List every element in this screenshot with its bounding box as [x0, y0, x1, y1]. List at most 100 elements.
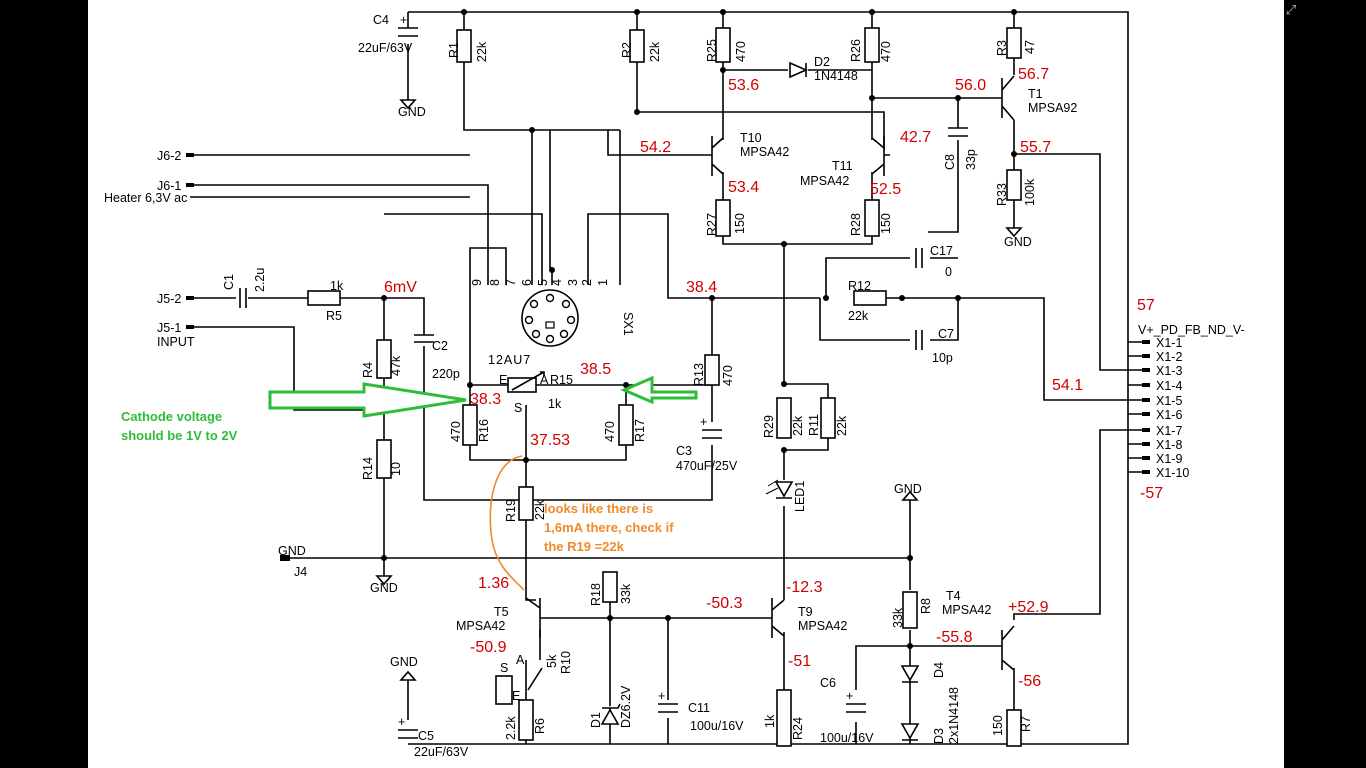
r4-ref: R4	[361, 362, 375, 378]
r16-value: 470	[449, 421, 463, 442]
x1-pin-label: X1-7	[1156, 424, 1182, 438]
voltage-left-cathode: 38.3	[470, 391, 501, 408]
c2-value: 220p	[432, 367, 460, 381]
junctions	[381, 9, 1017, 649]
voltage-t4-base: -55.8	[936, 629, 973, 646]
x1-pin-label: X1-3	[1156, 364, 1182, 378]
voltage-t1-emitter: 56.7	[1018, 66, 1049, 83]
r11-value: 22k	[835, 415, 849, 436]
r15-pin-s: S	[514, 401, 522, 415]
c7-plates	[915, 330, 923, 350]
c8-value: 33p	[964, 149, 978, 170]
r10-pin-s: S	[500, 661, 508, 675]
r4-value: 47k	[389, 355, 403, 376]
r5-value: 1k	[330, 279, 344, 293]
voltage-input-node: 6mV	[384, 279, 417, 296]
t10-value: MPSA42	[740, 145, 789, 159]
sx1-ref: SX1	[621, 312, 635, 336]
r26-value: 470	[879, 41, 893, 62]
r25-body	[715, 27, 731, 63]
r29-body	[776, 397, 792, 439]
c5-plates	[398, 729, 418, 739]
circuit-schematic: ++ ++ + 9 8 7 6 5 4 3 2 1 GND GND GND GN…	[104, 9, 1245, 759]
d3-value: 2x1N4148	[947, 687, 961, 744]
pin-6: 6	[520, 279, 534, 286]
r26-ref: R26	[849, 39, 863, 62]
r10-wiper	[527, 667, 543, 691]
diodes	[600, 61, 920, 741]
expand-icon[interactable]: ⤢	[1285, 3, 1297, 18]
r24-value: 1k	[763, 714, 777, 728]
r3-ref: R3	[995, 40, 1009, 56]
t10-symbol	[707, 136, 724, 176]
input-label: INPUT	[157, 335, 195, 349]
voltage-tail: 37.53	[530, 432, 570, 449]
r15-wiper	[511, 371, 545, 391]
r28-ref: R28	[849, 213, 863, 236]
r27-value: 150	[733, 213, 747, 234]
voltage-t9-emitter: -51	[788, 653, 811, 670]
r13-ref: R13	[692, 363, 706, 386]
r19-body	[518, 486, 534, 521]
j5-2-label: J5-2	[157, 292, 181, 306]
r6-value: 2.2k	[504, 716, 518, 740]
gnd-label-r14: GND	[370, 581, 398, 595]
r24-body	[776, 689, 792, 747]
x1-pin-label: X1-6	[1156, 408, 1182, 422]
gnd-label-c4: GND	[398, 105, 426, 119]
d3-symbol	[900, 723, 920, 741]
d1-ref: D1	[589, 712, 603, 728]
gnd-label-r33: GND	[1004, 235, 1032, 249]
r33-body	[1006, 169, 1022, 201]
capacitors	[239, 27, 968, 739]
r19-note-line2: 1,6mA there, check if	[544, 520, 674, 535]
r5-ref: R5	[326, 309, 342, 323]
t5-ref: T5	[494, 605, 509, 619]
ground-icon	[399, 99, 417, 110]
led1-ref: LED1	[793, 481, 807, 512]
r11-ref: R11	[807, 414, 821, 436]
voltage-t1-collector: 55.7	[1020, 139, 1051, 156]
c1-ref: C1	[222, 274, 236, 290]
t9-symbol	[760, 598, 785, 638]
r26-body	[864, 27, 880, 63]
x1-title: V+_PD_FB_ND_V-	[1138, 323, 1245, 337]
voltage-t4-emitter: -56	[1018, 673, 1041, 690]
t5-symbol	[525, 597, 558, 638]
r19-note-line3: the R19 =22k	[544, 539, 625, 554]
r16-ref: R16	[477, 419, 491, 442]
r1-ref: R1	[447, 42, 461, 58]
voltage-t11-collector: 42.7	[900, 129, 931, 146]
r11-body	[820, 397, 836, 439]
c3-value: 470uF/25V	[676, 459, 738, 473]
r17-body	[618, 404, 634, 446]
x1-pin-label: X1-2	[1156, 350, 1182, 364]
led1-rays	[765, 479, 779, 495]
r15-ref: R15	[550, 373, 573, 387]
c8-plates	[948, 127, 968, 137]
c4-value: 22uF/63V	[358, 41, 413, 55]
ground-symbols	[375, 99, 1023, 681]
c7-value: 10p	[932, 351, 953, 365]
t9-value: MPSA42	[798, 619, 847, 633]
r8-ref: R8	[919, 598, 933, 614]
voltage-t10-emitter: 53.4	[728, 179, 759, 196]
ground-icon	[399, 670, 417, 681]
voltage-x1-minus: -57	[1140, 485, 1163, 502]
d2-symbol	[789, 61, 808, 79]
r25-ref: R25	[705, 39, 719, 62]
r17-ref: R17	[633, 419, 647, 442]
cap-polarity: ++ ++ +	[398, 13, 853, 729]
c1-plates	[239, 288, 247, 308]
t1-ref: T1	[1028, 87, 1043, 101]
r18-value: 33k	[619, 583, 633, 604]
pin-2: 2	[580, 279, 594, 286]
r33-ref: R33	[995, 183, 1009, 206]
r12-ref: R12	[848, 279, 871, 293]
r6-ref: R6	[533, 718, 547, 734]
c11-plates	[658, 703, 678, 713]
t11-value: MPSA42	[800, 174, 849, 188]
c5-value: 22uF/63V	[414, 745, 469, 759]
r2-body	[629, 29, 645, 63]
r28-body	[864, 199, 880, 237]
